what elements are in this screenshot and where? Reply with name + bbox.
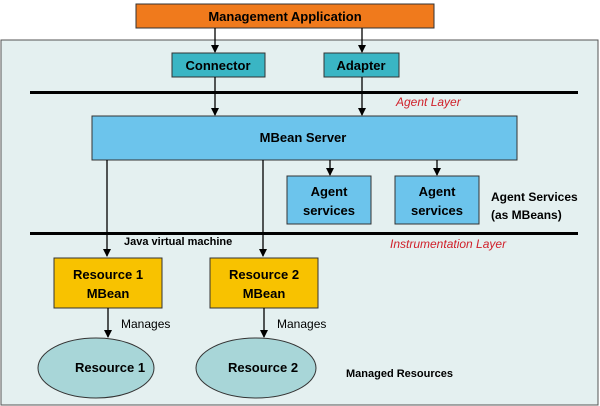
instrumentation-layer-label: Instrumentation Layer — [390, 237, 507, 251]
mbean-server-label: MBean Server — [260, 130, 347, 145]
agent-services-box-2 — [394, 175, 480, 225]
resource1-mbean-box — [53, 257, 163, 309]
resource1-mbean-line2: MBean — [87, 286, 130, 301]
connector-box — [171, 52, 266, 78]
manages-label-2: Manages — [277, 317, 326, 331]
agent-services-box-1 — [286, 175, 372, 225]
agent-services-box-1-line1: Agent — [311, 184, 349, 199]
resource1-mbean-line1: Resource 1 — [73, 267, 143, 282]
resource2-label: Resource 2 — [228, 360, 298, 375]
resource2-mbean-line1: Resource 2 — [229, 267, 299, 282]
manages-label-1: Manages — [121, 317, 170, 331]
agent-services-box-2-line2: services — [411, 203, 463, 218]
resource2-mbean-line2: MBean — [243, 286, 286, 301]
agent-services-note-line1: Agent Services — [491, 190, 578, 204]
resource2-ellipse — [195, 337, 317, 399]
agent-services-box-1-line2: services — [303, 203, 355, 218]
managed-resources-label: Managed Resources — [346, 368, 453, 380]
agent-layer-divider — [30, 91, 578, 94]
instrumentation-layer-divider — [30, 232, 578, 235]
mbean-server-box — [91, 115, 518, 161]
resource1-ellipse — [37, 337, 155, 399]
agent-layer-label: Agent Layer — [395, 95, 462, 109]
management-application-label: Management Application — [208, 9, 361, 24]
jvm-label: Java virtual machine — [124, 236, 232, 248]
connector-label: Connector — [186, 58, 251, 73]
adapter-box — [323, 52, 400, 78]
management-application-box — [135, 3, 435, 29]
adapter-label: Adapter — [336, 58, 385, 73]
resource1-label: Resource 1 — [75, 360, 145, 375]
agent-services-box-2-line1: Agent — [419, 184, 457, 199]
agent-services-note-line2: (as MBeans) — [491, 208, 562, 222]
